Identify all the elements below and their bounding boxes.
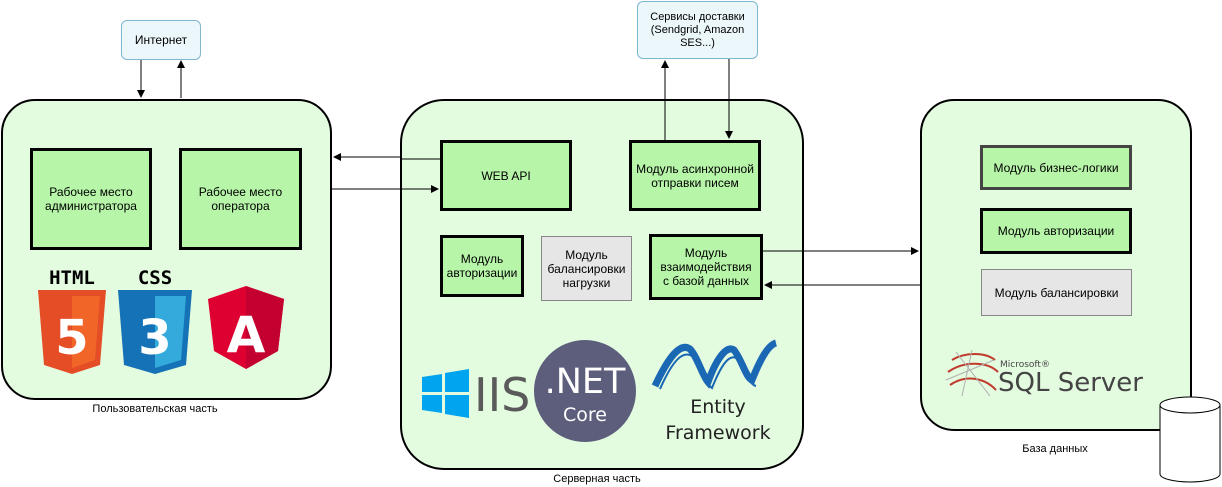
- iis-label: IIS: [474, 368, 530, 422]
- db-interaction-box: Модуль взаимодействия с базой данных: [649, 234, 763, 300]
- db-balancing-label: Модуль балансировки: [994, 285, 1119, 300]
- dotnet-title: .NET: [545, 362, 626, 402]
- operator-workplace-label: Рабочее место оператора: [198, 185, 283, 213]
- db-auth-label: Модуль авторизации: [997, 224, 1115, 238]
- ms-label: Microsoft®: [1000, 360, 1050, 370]
- sql-server-logo-icon: Microsoft® SQL Server: [945, 349, 1143, 398]
- load-balancer-box: Модуль балансировки нагрузки: [541, 236, 632, 301]
- ef-line1: Entity: [690, 396, 745, 418]
- webapi-box: WEB API: [440, 140, 572, 211]
- arrow-webapi-to-client: [333, 153, 440, 161]
- load-balancer-label: Модуль балансировки нагрузки: [547, 247, 626, 290]
- html-logo-label: HTML: [49, 267, 95, 289]
- server-caption: Серверная часть: [553, 473, 641, 485]
- css-logo-label: CSS: [138, 267, 172, 289]
- client-caption: Пользовательская часть: [92, 403, 218, 415]
- css3-logo-icon: CSS 3: [118, 267, 192, 374]
- async-mail-label: Модуль асинхронной отправки писем: [636, 161, 754, 190]
- db-balancing-box: Модуль балансировки: [981, 269, 1132, 316]
- dotnet-core-logo-icon: .NET Core: [534, 340, 636, 442]
- delivery-services-node: Сервисы доставки (Sendgrid, Amazon SES..…: [637, 1, 758, 59]
- sql-server-label: SQL Server: [998, 368, 1143, 398]
- db-auth-box: Модуль авторизации: [980, 208, 1132, 254]
- html5-digit: 5: [55, 310, 88, 366]
- internet-node: Интернет: [121, 20, 201, 60]
- dotnet-subtitle: Core: [563, 404, 607, 426]
- webapi-label: WEB API: [481, 168, 531, 183]
- server-auth-label: Модуль авторизации: [446, 252, 518, 280]
- async-mail-box: Модуль асинхронной отправки писем: [629, 140, 761, 211]
- angular-letter: A: [227, 306, 266, 364]
- business-logic-box: Модуль бизнес-логики: [980, 145, 1132, 190]
- angular-logo-icon: A: [208, 286, 284, 369]
- html5-logo-icon: HTML 5: [38, 267, 106, 374]
- iis-logo-icon: IIS: [422, 368, 530, 422]
- ef-line2: Framework: [665, 422, 770, 444]
- server-auth-box: Модуль авторизации: [440, 235, 524, 297]
- database-caption: База данных: [1022, 443, 1088, 455]
- admin-workplace-box: Рабочее место администратора: [30, 148, 152, 250]
- internet-label: Интернет: [134, 33, 188, 47]
- business-logic-label: Модуль бизнес-логики: [993, 160, 1119, 175]
- database-cylinder-icon: [1159, 396, 1221, 483]
- db-interaction-label: Модуль взаимодействия с базой данных: [660, 246, 752, 288]
- entity-framework-logo-icon: Entity Framework: [651, 339, 778, 444]
- admin-workplace-label: Рабочее место администратора: [45, 185, 137, 213]
- css3-digit: 3: [138, 310, 171, 366]
- operator-workplace-box: Рабочее место оператора: [179, 148, 302, 250]
- delivery-services-label: Сервисы доставки (Sendgrid, Amazon SES..…: [650, 10, 745, 49]
